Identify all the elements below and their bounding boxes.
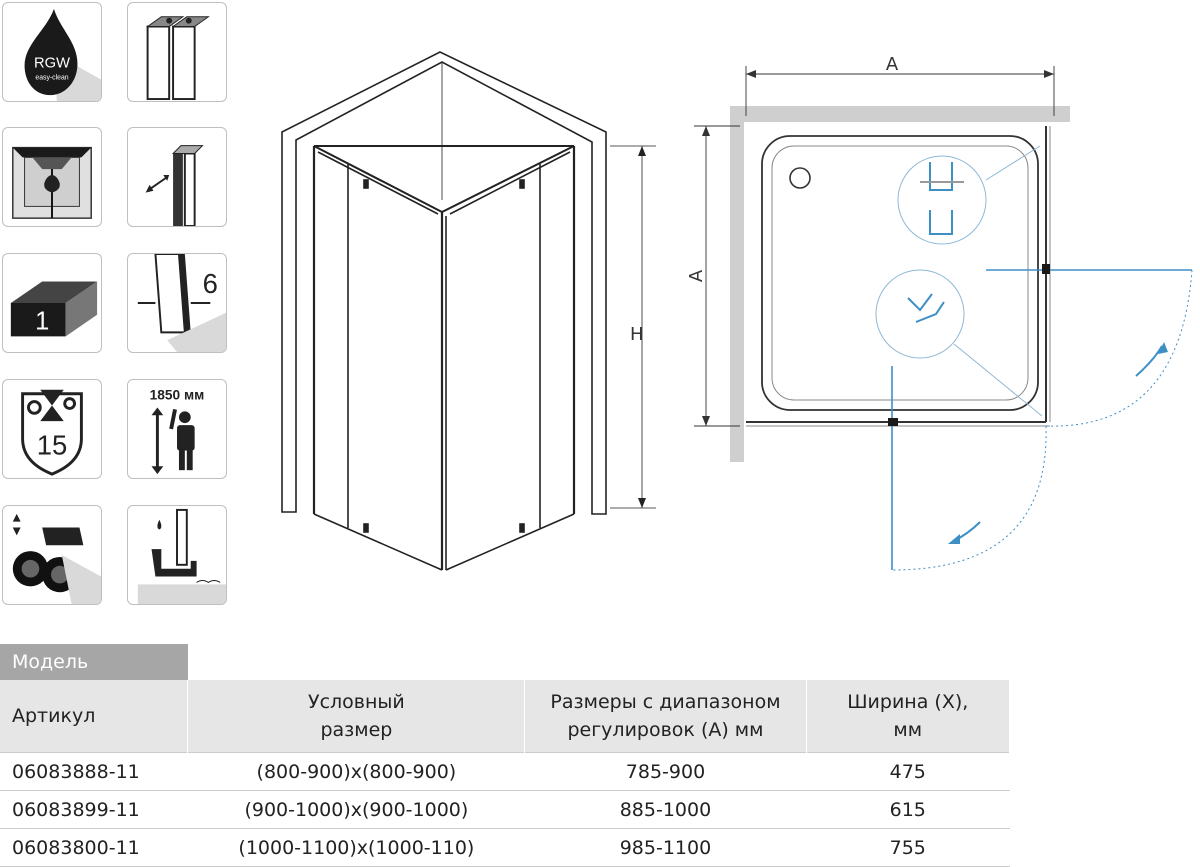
magnetic-seal-tile [2, 127, 102, 227]
header-range-line2: регулировок (А) мм [567, 719, 764, 741]
person-height-icon: 1850 мм [150, 388, 205, 475]
glass-thickness-icon: 6 [137, 254, 226, 352]
plan-depth-label: A [686, 269, 707, 282]
cell-width: 755 [806, 828, 1010, 867]
glass-thickness-tile: 6 [127, 253, 227, 353]
perspective-drawing: H [281, 51, 656, 571]
warranty-years: 15 [37, 429, 68, 460]
box-icon: 1 [10, 281, 98, 337]
cell-nominal: (1000-1100)х(1000-110) [187, 828, 525, 867]
package-tile: 1 [2, 253, 102, 353]
header-width-line1: Ширина (Х), [847, 691, 969, 713]
cell-width: 615 [806, 790, 1010, 829]
rgw-title: RGW [34, 56, 70, 72]
plan-drawing: A A [686, 54, 1193, 571]
header-row: Артикул Условный размер Размеры с диапаз… [0, 680, 1011, 753]
rgw-subtitle: easy-clean [35, 74, 68, 81]
header-nominal: Условный размер [187, 680, 526, 753]
cell-range: 885-1000 [524, 790, 807, 829]
door-closing-icon [12, 146, 92, 219]
roller-tile [2, 505, 102, 605]
adjustment-tile [127, 127, 227, 227]
spec-table: Модель Артикул Условный размер Размеры с… [0, 644, 1011, 867]
header-nominal-line2: размер [320, 719, 393, 741]
height-tile: 1850 мм [127, 379, 227, 479]
roller-icon [12, 513, 101, 604]
model-label: Модель [0, 644, 188, 680]
profile-icon [146, 16, 210, 101]
header-range-line1: Размеры с диапазоном [550, 691, 781, 713]
package-count: 1 [35, 307, 49, 335]
cell-range: 985-1100 [524, 828, 807, 867]
cell-article: 06083800-11 [0, 828, 188, 867]
glass-thickness-value: 6 [203, 268, 218, 299]
cell-nominal: (800-900)х(800-900) [187, 752, 525, 791]
cell-width: 475 [806, 752, 1010, 791]
cell-range: 785-900 [524, 752, 807, 791]
table-row: 06083800-11 (1000-1100)х(1000-110) 985-1… [0, 828, 1010, 867]
table-row: 06083899-11 (900-1000)х(900-1000) 885-10… [0, 790, 1010, 829]
header-width: Ширина (Х), мм [806, 680, 1011, 753]
header-article: Артикул [0, 680, 189, 753]
cell-nominal: (900-1000)х(900-1000) [187, 790, 525, 829]
header-width-line2: мм [893, 719, 923, 741]
table-row: 06083888-11 (800-900)х(800-900) 785-900 … [0, 752, 1010, 791]
model-row: Модель [0, 644, 1010, 680]
plan-width-label: A [886, 54, 899, 75]
water-drop-icon: RGW easy-clean [24, 8, 101, 101]
header-range: Размеры с диапазоном регулировок (А) мм [524, 680, 807, 753]
water-seal-icon [137, 508, 226, 604]
cell-article: 06083899-11 [0, 790, 188, 829]
seal-tile [127, 505, 227, 605]
shield-hourglass-icon: 15 [21, 389, 83, 476]
cell-article: 06083888-11 [0, 752, 188, 791]
wall-profile-icon [145, 145, 204, 226]
height-value: 1850 мм [150, 388, 205, 403]
profile-tile [127, 2, 227, 102]
rgw-easy-clean-tile: RGW easy-clean [2, 2, 102, 102]
height-label: H [630, 324, 644, 345]
warranty-tile: 15 [2, 379, 102, 479]
header-nominal-line1: Условный [308, 691, 405, 713]
